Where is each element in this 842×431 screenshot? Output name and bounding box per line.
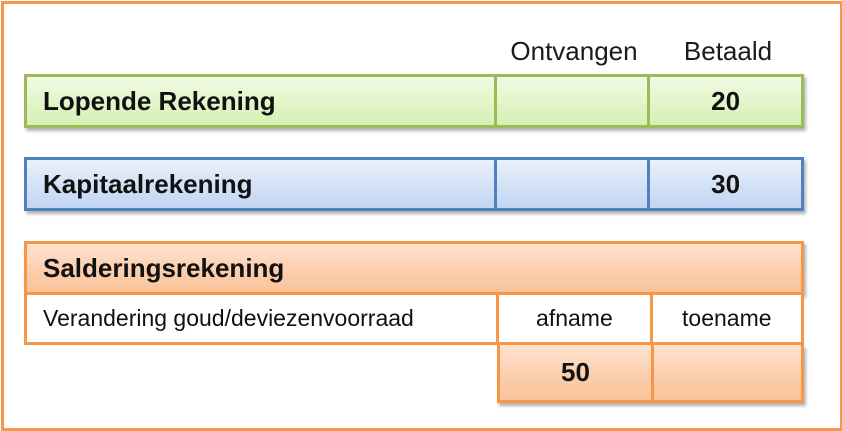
kapitaalrekening-ontvangen (497, 160, 651, 208)
verandering-label: Verandering goud/deviezenvoorraad (27, 295, 500, 342)
toename-label: toename (682, 305, 772, 331)
lopende-rekening-betaald: 20 (711, 85, 741, 116)
kapitaalrekening-label: Kapitaalrekening (27, 160, 498, 208)
row-lopende-rekening: Lopende Rekening 20 (24, 74, 804, 128)
kapitaalrekening-betaald: 30 (711, 168, 741, 199)
toename-value (654, 345, 801, 400)
afname-value: 50 (500, 345, 654, 400)
lopende-rekening-ontvangen (497, 77, 651, 125)
header-betaald: Betaald (683, 36, 773, 66)
header-ontvangen: Ontvangen (510, 36, 638, 66)
row-verandering-goud-deviezen: Verandering goud/deviezenvoorraad afname… (24, 295, 804, 345)
row-saldering-values: 50 (497, 345, 804, 403)
afname-label: afname (499, 295, 653, 342)
lopende-rekening-label: Lopende Rekening (27, 77, 498, 125)
salderingsrekening-label: Salderingsrekening (43, 252, 285, 283)
row-kapitaalrekening: Kapitaalrekening 30 (24, 157, 804, 211)
row-salderingsrekening: Salderingsrekening (24, 241, 804, 295)
